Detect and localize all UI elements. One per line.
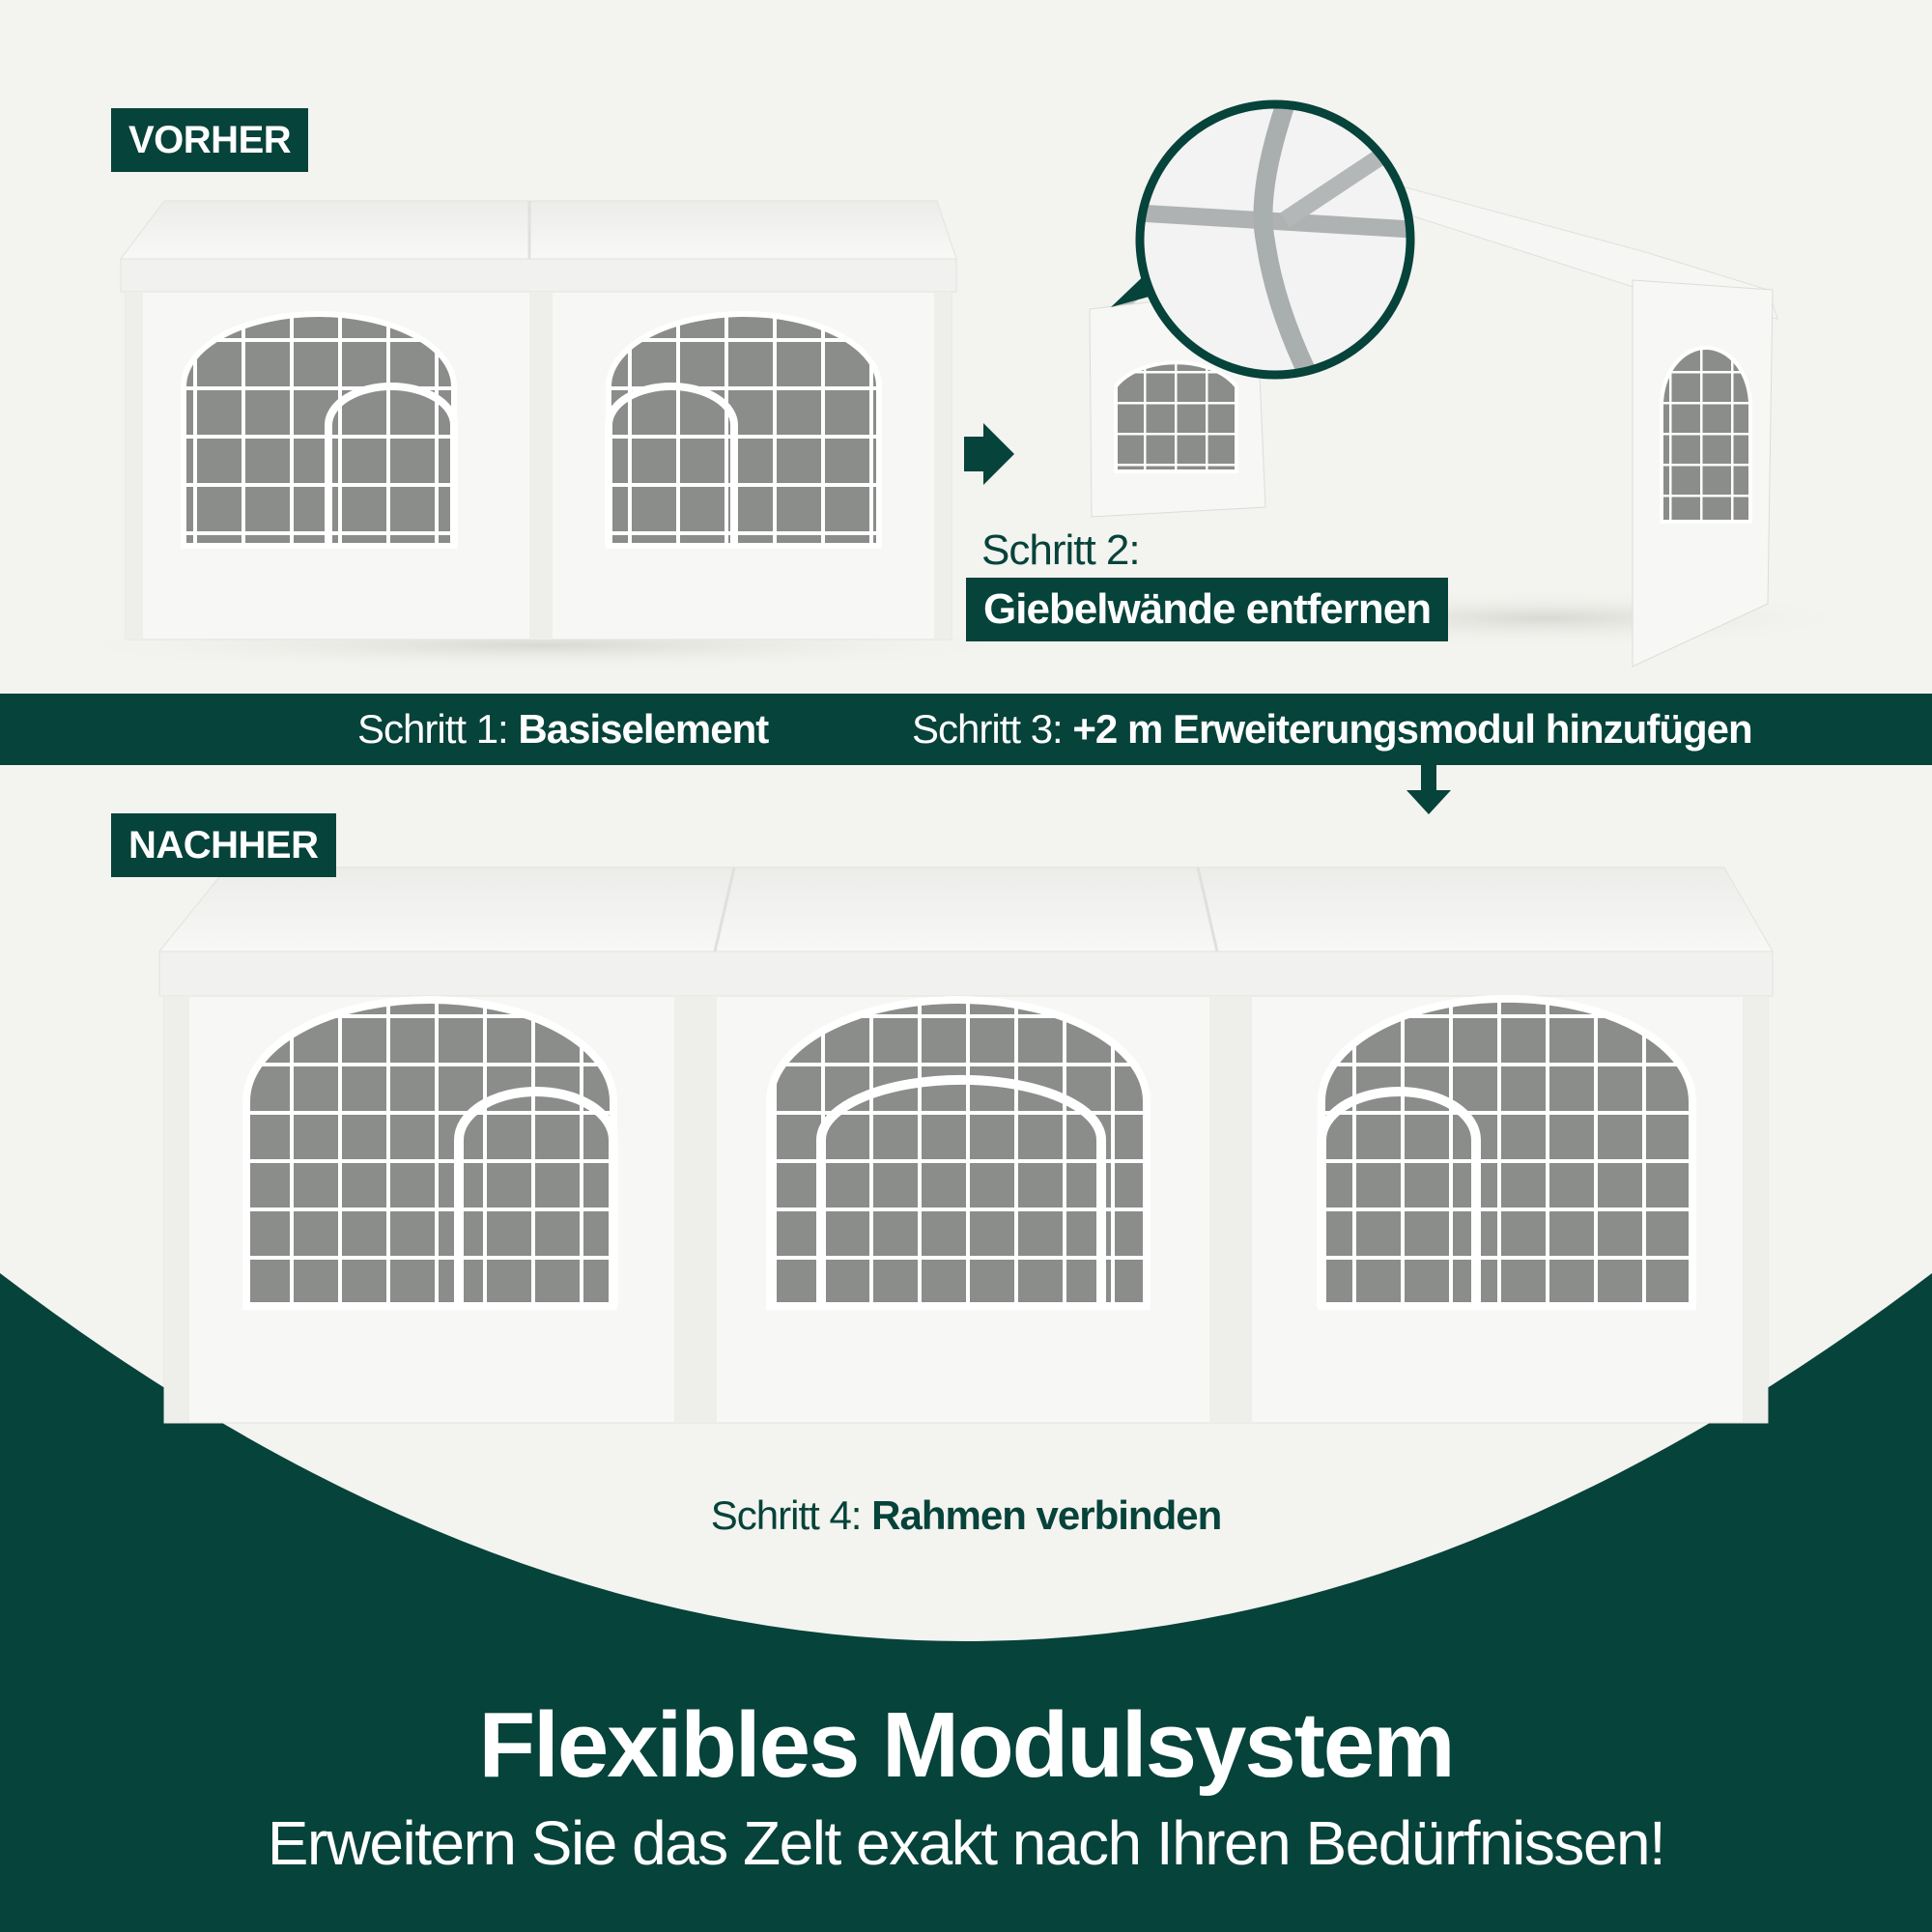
- step3-prefix: Schritt 3:: [912, 706, 1064, 752]
- frame-detail-magnifier: [1135, 99, 1415, 380]
- step2-prefix: Schritt 2:: [966, 524, 1155, 578]
- step1-prefix: Schritt 1:: [357, 706, 509, 752]
- steps-band: [0, 694, 1932, 765]
- step3-title: +2 m Erweiterungsmodul hinzufügen: [1072, 706, 1752, 752]
- arrow-right-icon: [964, 423, 1014, 485]
- step3-caption: Schritt 3: +2 m Erweiterungsmodul hinzuf…: [912, 706, 1753, 752]
- step4-prefix: Schritt 4:: [710, 1492, 863, 1538]
- step1-title: Basiselement: [518, 706, 769, 752]
- before-label: VORHER: [111, 108, 309, 172]
- tent-gable-removed: [1089, 99, 1864, 668]
- step4-title: Rahmen verbinden: [871, 1492, 1222, 1538]
- tent-before: [39, 200, 1043, 670]
- step2-caption: Schritt 2: Giebelwände entfernen: [966, 524, 1449, 641]
- arrow-down-icon: [1406, 765, 1451, 814]
- step4-caption: Schritt 4: Rahmen verbinden: [0, 1492, 1932, 1540]
- step2-title: Giebelwände entfernen: [966, 578, 1449, 641]
- headline: Flexibles Modulsystem: [478, 1693, 1456, 1797]
- step1-caption: Schritt 1: Basiselement: [357, 706, 769, 752]
- subline: Erweitern Sie das Zelt exakt nach Ihren …: [267, 1808, 1666, 1878]
- after-label: NACHHER: [111, 813, 336, 877]
- tent-after: [157, 867, 1774, 1424]
- footer-curve: [0, 1273, 1932, 1932]
